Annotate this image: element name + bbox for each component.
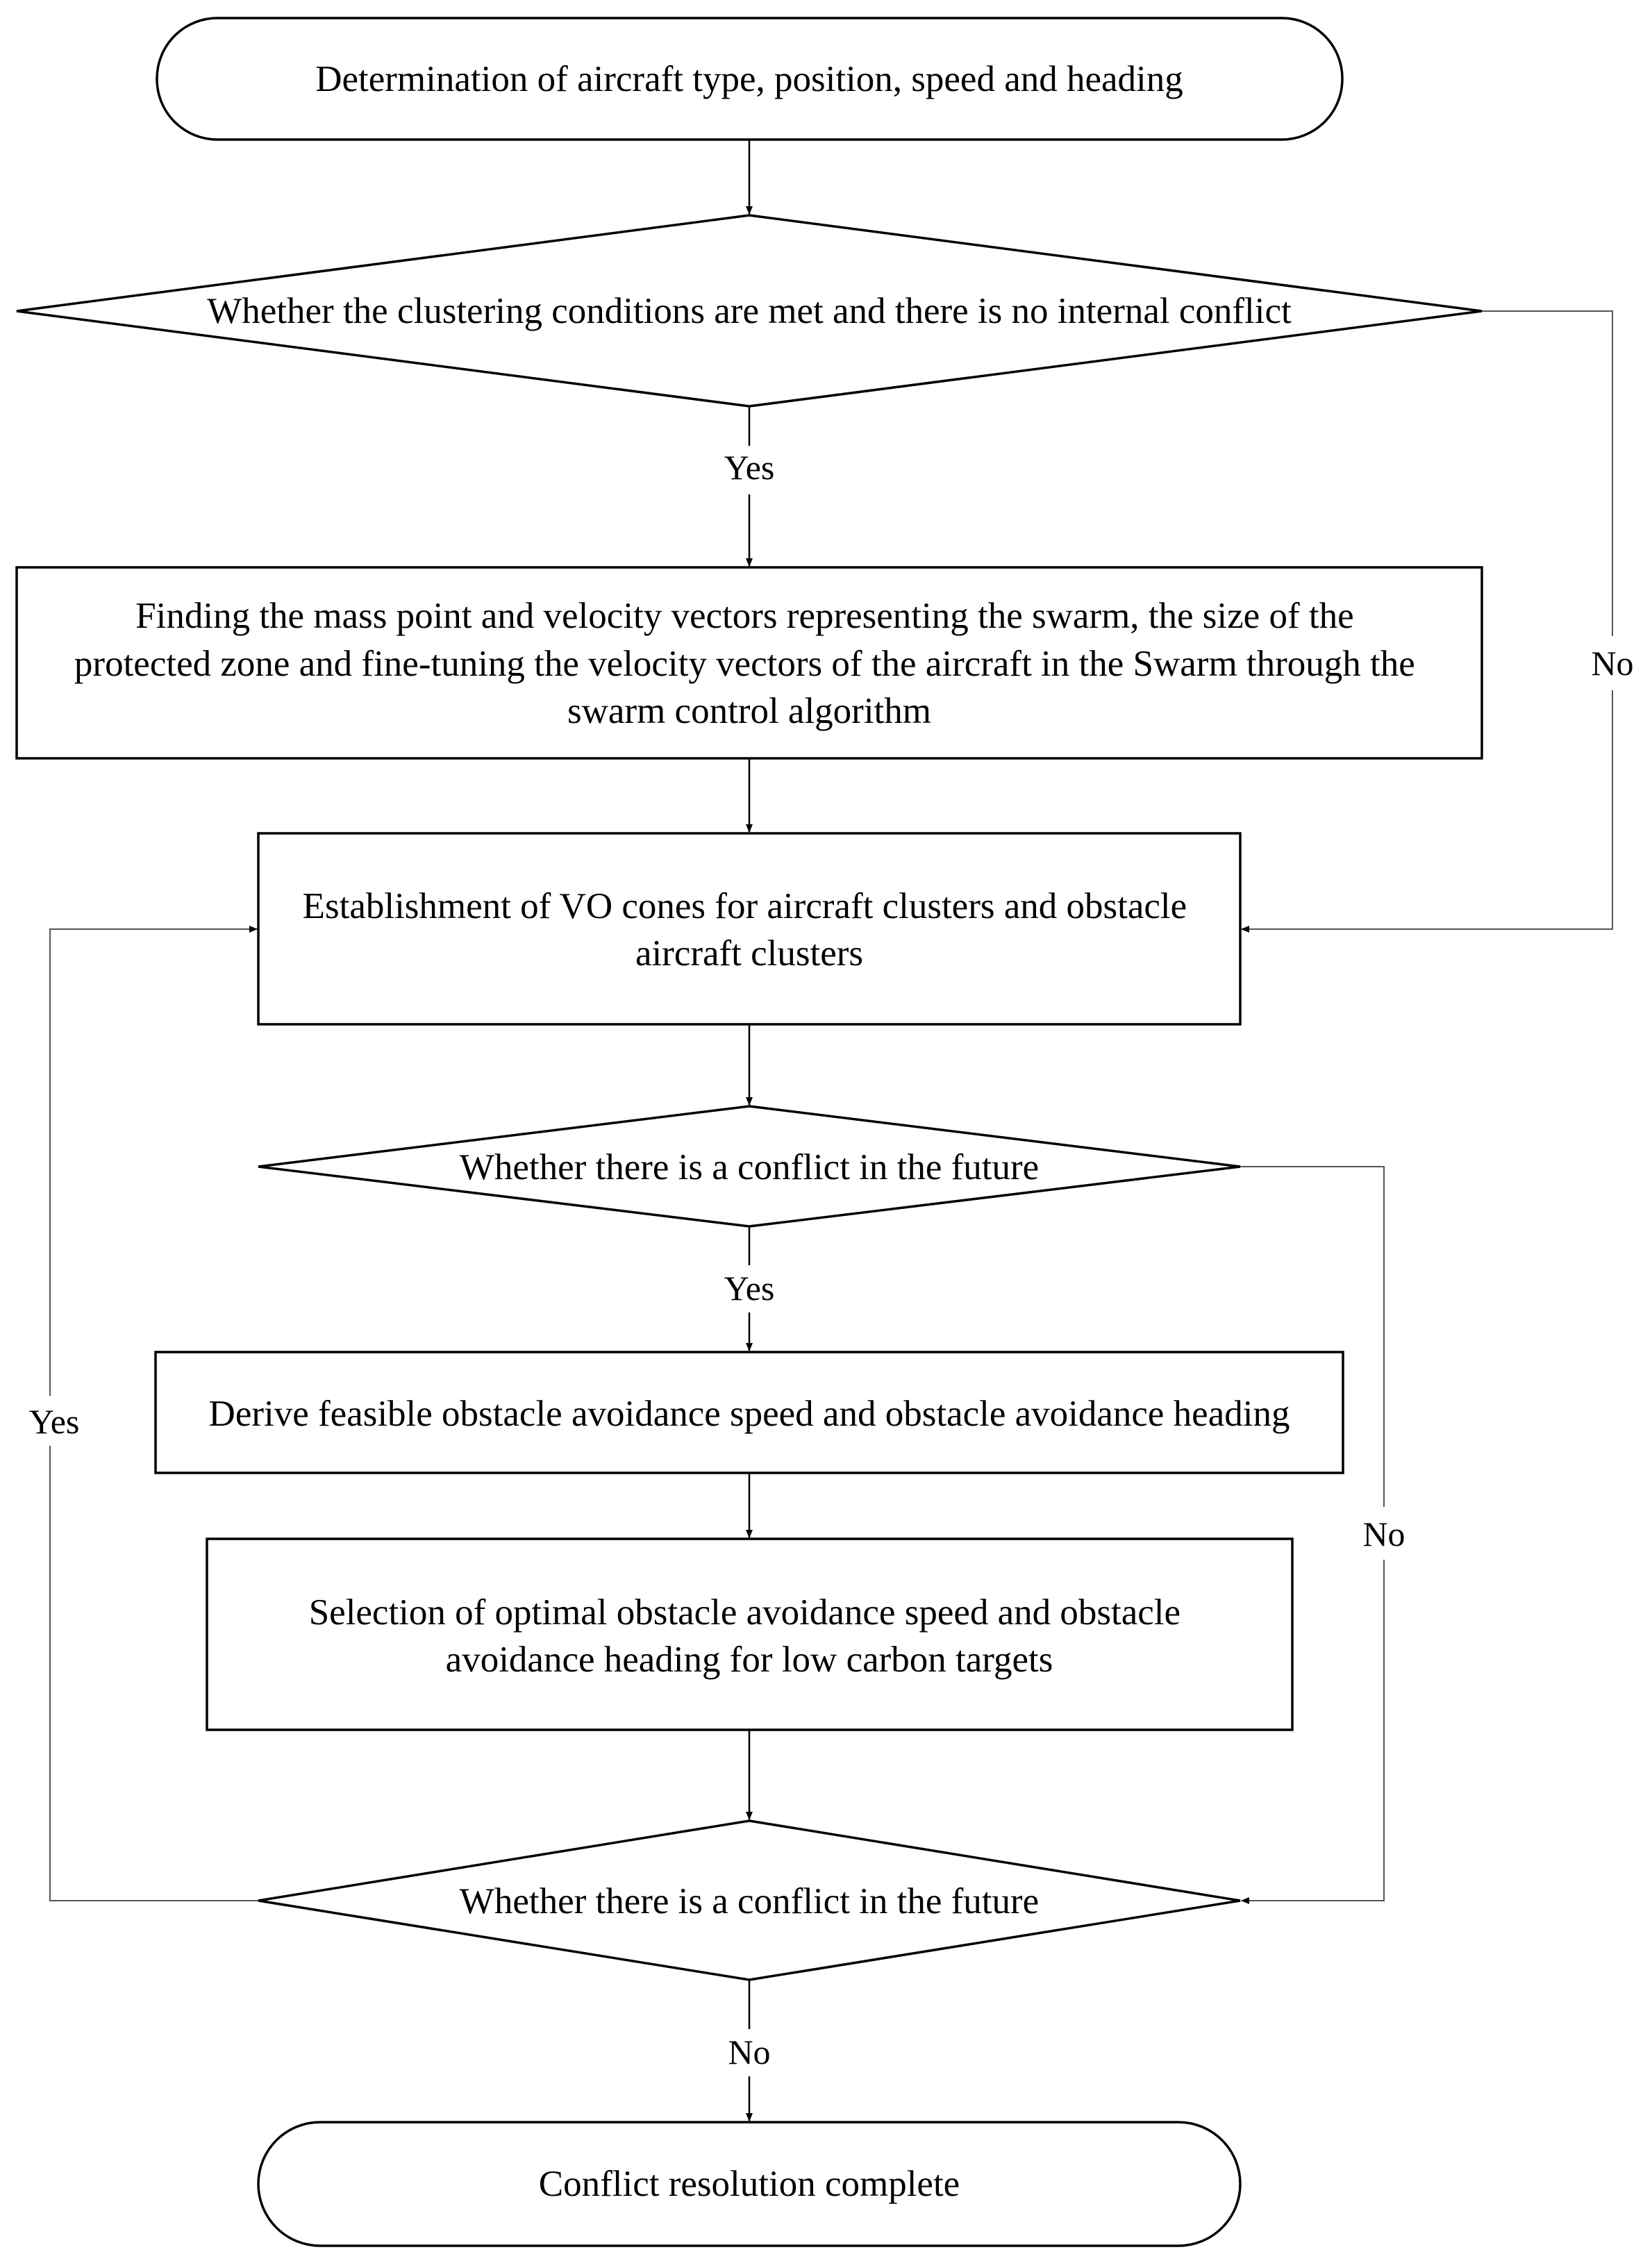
- select-optimal-box: [206, 1537, 1294, 1731]
- connector-future1-no: [1240, 1166, 1385, 1507]
- connector-cluster-no: [1482, 310, 1613, 636]
- label-future2-no: No: [728, 2033, 770, 2071]
- future-decision-2-text: Whether there is a conflict in the futur…: [460, 1881, 1039, 1921]
- label-cluster-yes: Yes: [724, 448, 775, 487]
- cluster-decision-text: Whether the clustering conditions are me…: [207, 291, 1292, 331]
- swarm-vectors-box: [15, 566, 1483, 760]
- select-optimal-text: Selection of optimal obstacle avoidance …: [309, 1592, 1190, 1680]
- connector-cluster-no-lower: [1241, 690, 1613, 933]
- label-cluster-no: No: [1591, 644, 1633, 683]
- derive-feasible-box: [154, 1351, 1344, 1474]
- vo-cones-text: Establishment of VO cones for aircraft c…: [303, 886, 1196, 974]
- connector-future1-no-lower: [1241, 1560, 1385, 1904]
- label-future1-no: No: [1362, 1515, 1405, 1553]
- end-terminator: [257, 2121, 1242, 2247]
- derive-feasible-text: Derive feasible obstacle avoidance speed…: [209, 1394, 1290, 1434]
- start-text: Determination of aircraft type, position…: [315, 59, 1183, 99]
- connector-future2-yes: [49, 1446, 258, 1901]
- future-decision-1-text: Whether there is a conflict in the futur…: [460, 1147, 1039, 1187]
- vo-cones-box: [257, 832, 1242, 1026]
- label-future1-yes: Yes: [724, 1269, 775, 1308]
- label-future2-yes: Yes: [29, 1402, 80, 1441]
- connector-future2-yes-upper: [49, 926, 258, 1396]
- end-text: Conflict resolution complete: [539, 2164, 960, 2204]
- swarm-vectors-text: Finding the mass point and velocity vect…: [74, 596, 1424, 731]
